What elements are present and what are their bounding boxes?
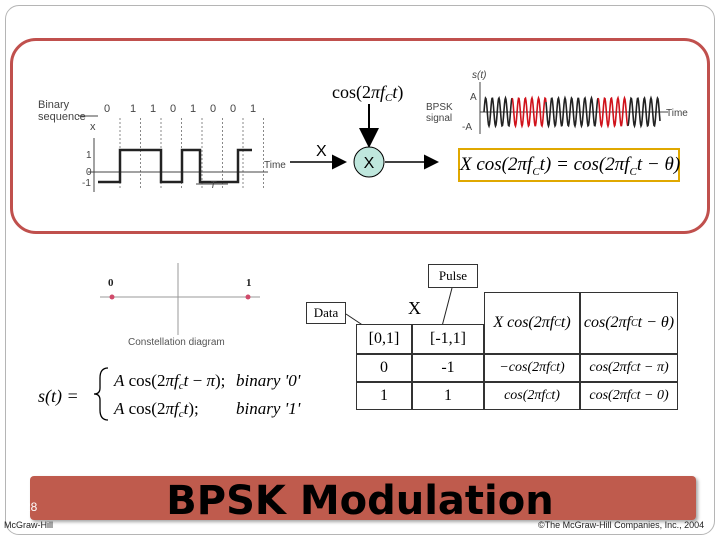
modulation-block-diagram-panel (10, 38, 710, 234)
case2-expression: A cos(2πfct); (113, 399, 199, 420)
bit-label-5: 0 (210, 103, 216, 115)
bit-label-7: 1 (250, 103, 256, 115)
case1-condition: binary '0' (236, 371, 301, 390)
bit-label-0: 0 (104, 103, 110, 115)
amplitude-neg-label: -A (462, 122, 472, 133)
bit-labels: 0 1 1 0 1 0 0 1 (104, 103, 256, 115)
constellation-point-1 (245, 294, 251, 300)
publisher-copyright: ©The McGraw-Hill Companies, Inc., 2004 (538, 520, 705, 530)
slide-frame (5, 5, 715, 535)
bpsk-label-2: signal (426, 113, 452, 124)
table-header-col2: [-1,1] (412, 324, 484, 354)
table-row1-col1: 0 (356, 354, 412, 382)
table-row2-col1: 1 (356, 382, 412, 410)
amplitude-pos-label: A (470, 92, 477, 103)
point0-label: 0 (108, 277, 114, 289)
level-one-label: 1 (86, 150, 92, 161)
data-label: Data (306, 302, 346, 324)
bpsk-waveform-segment-2 (545, 95, 599, 129)
bit-label-4: 1 (190, 103, 196, 115)
bpsk-waveform-segment-3 (597, 95, 629, 129)
level-zero-label: 0 (86, 167, 92, 178)
time-axis-label: Time (264, 160, 286, 171)
case1-expression: A cos(2πfct − π); (113, 371, 225, 392)
constellation-diagram: 0 1 Constellation diagram (100, 263, 260, 348)
title-bar (30, 476, 696, 520)
slide-title: BPSK Modulation (166, 478, 554, 524)
binary-sequence-label-1: Binary (38, 99, 70, 111)
x-signal-label: x (90, 121, 96, 133)
bpsk-waveform-segment-0 (483, 95, 513, 129)
pulse-label: Pulse (428, 264, 478, 288)
output-formula: X cos(2πfCt) = cos(2πfCt − θ) (458, 148, 680, 182)
equation-brace (93, 367, 109, 421)
point1-label: 1 (246, 277, 252, 289)
bit-label-2: 1 (150, 103, 156, 115)
multiplier-input-label: X (316, 143, 327, 160)
case2-condition: binary '1' (236, 399, 301, 418)
bit-label-3: 0 (170, 103, 176, 115)
period-label: T (210, 180, 217, 191)
slide-number: 28 (24, 500, 38, 514)
bit-label-1: 1 (130, 103, 136, 115)
equation-lhs: s(t) = (38, 386, 79, 407)
bpsk-waveform-segment-4 (627, 95, 661, 129)
constellation-caption: Constellation diagram (128, 337, 225, 348)
bit-label-6: 0 (230, 103, 236, 115)
binary-sequence-label-2: sequence (38, 111, 86, 123)
table-header-col1: [0,1] (356, 324, 412, 354)
signal-axis-label: s(t) (472, 70, 486, 81)
table-x-header: X (408, 298, 421, 318)
signal-time-label: Time (666, 108, 688, 119)
bit-dividers (119, 118, 264, 190)
bpsk-label-1: BPSK (426, 102, 453, 113)
table-row1-col2: -1 (412, 354, 484, 382)
table-row2-col2: 1 (412, 382, 484, 410)
bpsk-waveform-segment-1 (511, 95, 547, 129)
nrz-waveform (98, 148, 252, 184)
multiplier-circle (353, 146, 385, 178)
multiplier-symbol: X (364, 155, 375, 172)
carrier-label: cos(2πfCt) (332, 82, 403, 104)
publisher-left: McGraw-Hill (4, 520, 53, 530)
level-minus-one-label: -1 (82, 178, 91, 189)
constellation-point-0 (109, 294, 115, 300)
bpsk-equation: s(t) = A cos(2πfct − π); binary '0' A co… (38, 367, 301, 421)
bpsk-block-diagram: Binary sequence 0 1 1 0 1 0 0 1 x 1 0 -1 Time T… (38, 70, 688, 192)
